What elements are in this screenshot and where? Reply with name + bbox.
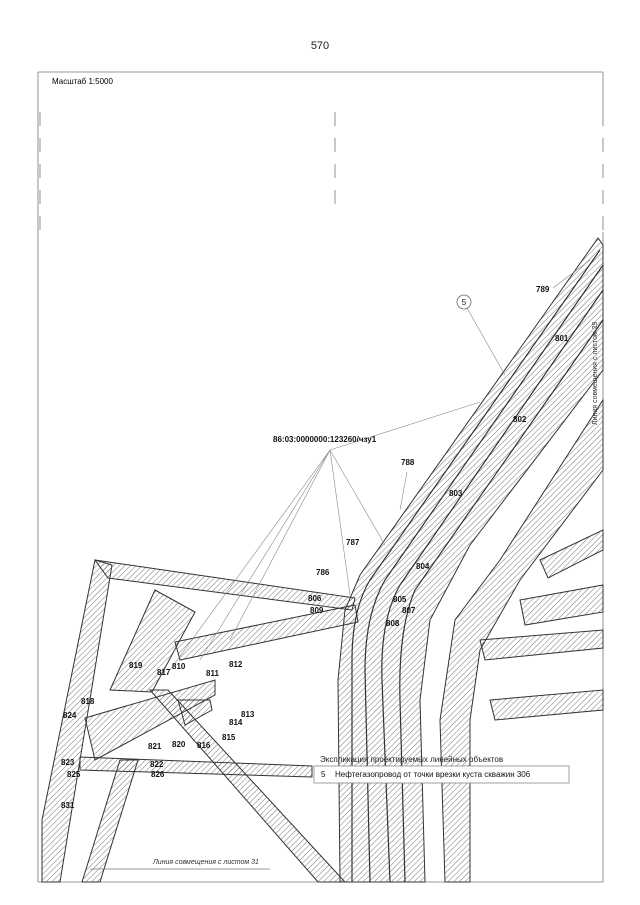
svg-text:5: 5 <box>462 298 467 307</box>
svg-text:818: 818 <box>81 697 95 706</box>
svg-text:823: 823 <box>61 758 75 767</box>
svg-text:809: 809 <box>310 606 324 615</box>
page-number: 570 <box>310 40 330 52</box>
scale-label: Масштаб 1:5000 <box>52 77 113 86</box>
svg-text:814: 814 <box>229 718 243 727</box>
svg-text:787: 787 <box>346 538 360 547</box>
svg-text:804: 804 <box>416 562 430 571</box>
svg-text:808: 808 <box>386 619 400 628</box>
svg-text:815: 815 <box>222 733 236 742</box>
pipeline-corridor <box>337 237 604 883</box>
point-labels: 786 787 788 789 801 802 803 804 805 806 … <box>61 285 569 810</box>
svg-text:801: 801 <box>555 334 569 343</box>
legend-title: Экспликация проектируемых линейных объек… <box>320 755 503 764</box>
svg-text:788: 788 <box>401 458 415 467</box>
left-pipeline-network <box>41 559 359 883</box>
leader-lines <box>169 259 591 671</box>
svg-text:831: 831 <box>61 801 75 810</box>
svg-text:821: 821 <box>148 742 162 751</box>
svg-text:803: 803 <box>449 489 463 498</box>
svg-text:826: 826 <box>151 770 165 779</box>
svg-text:811: 811 <box>206 669 219 678</box>
svg-text:824: 824 <box>63 711 77 720</box>
parcel-label: 86:03:0000000:123260/чзу1 <box>273 435 377 444</box>
svg-text:819: 819 <box>129 661 143 670</box>
svg-text:822: 822 <box>150 760 164 769</box>
match-line-right-label: Линия совмещения с листом 29 <box>592 321 599 425</box>
object-marker-5: 5 <box>456 294 472 310</box>
svg-text:786: 786 <box>316 568 330 577</box>
svg-text:789: 789 <box>536 285 550 294</box>
svg-text:825: 825 <box>67 770 81 779</box>
svg-text:806: 806 <box>308 594 322 603</box>
svg-text:812: 812 <box>229 660 243 669</box>
svg-text:805: 805 <box>393 595 407 604</box>
svg-text:813: 813 <box>241 710 255 719</box>
legend-item-name: Нефтегазопровод от точки врезки куста ск… <box>335 770 531 779</box>
match-line-bottom-label: Линия совмещения с листом 31 <box>152 859 259 866</box>
svg-text:816: 816 <box>197 741 211 750</box>
legend: Экспликация проектируемых линейных объек… <box>313 755 570 784</box>
svg-text:817: 817 <box>157 668 171 677</box>
svg-text:820: 820 <box>172 740 186 749</box>
svg-text:807: 807 <box>402 606 416 615</box>
svg-text:810: 810 <box>172 662 186 671</box>
svg-text:802: 802 <box>513 415 527 424</box>
legend-item-num: 5 <box>321 770 326 779</box>
